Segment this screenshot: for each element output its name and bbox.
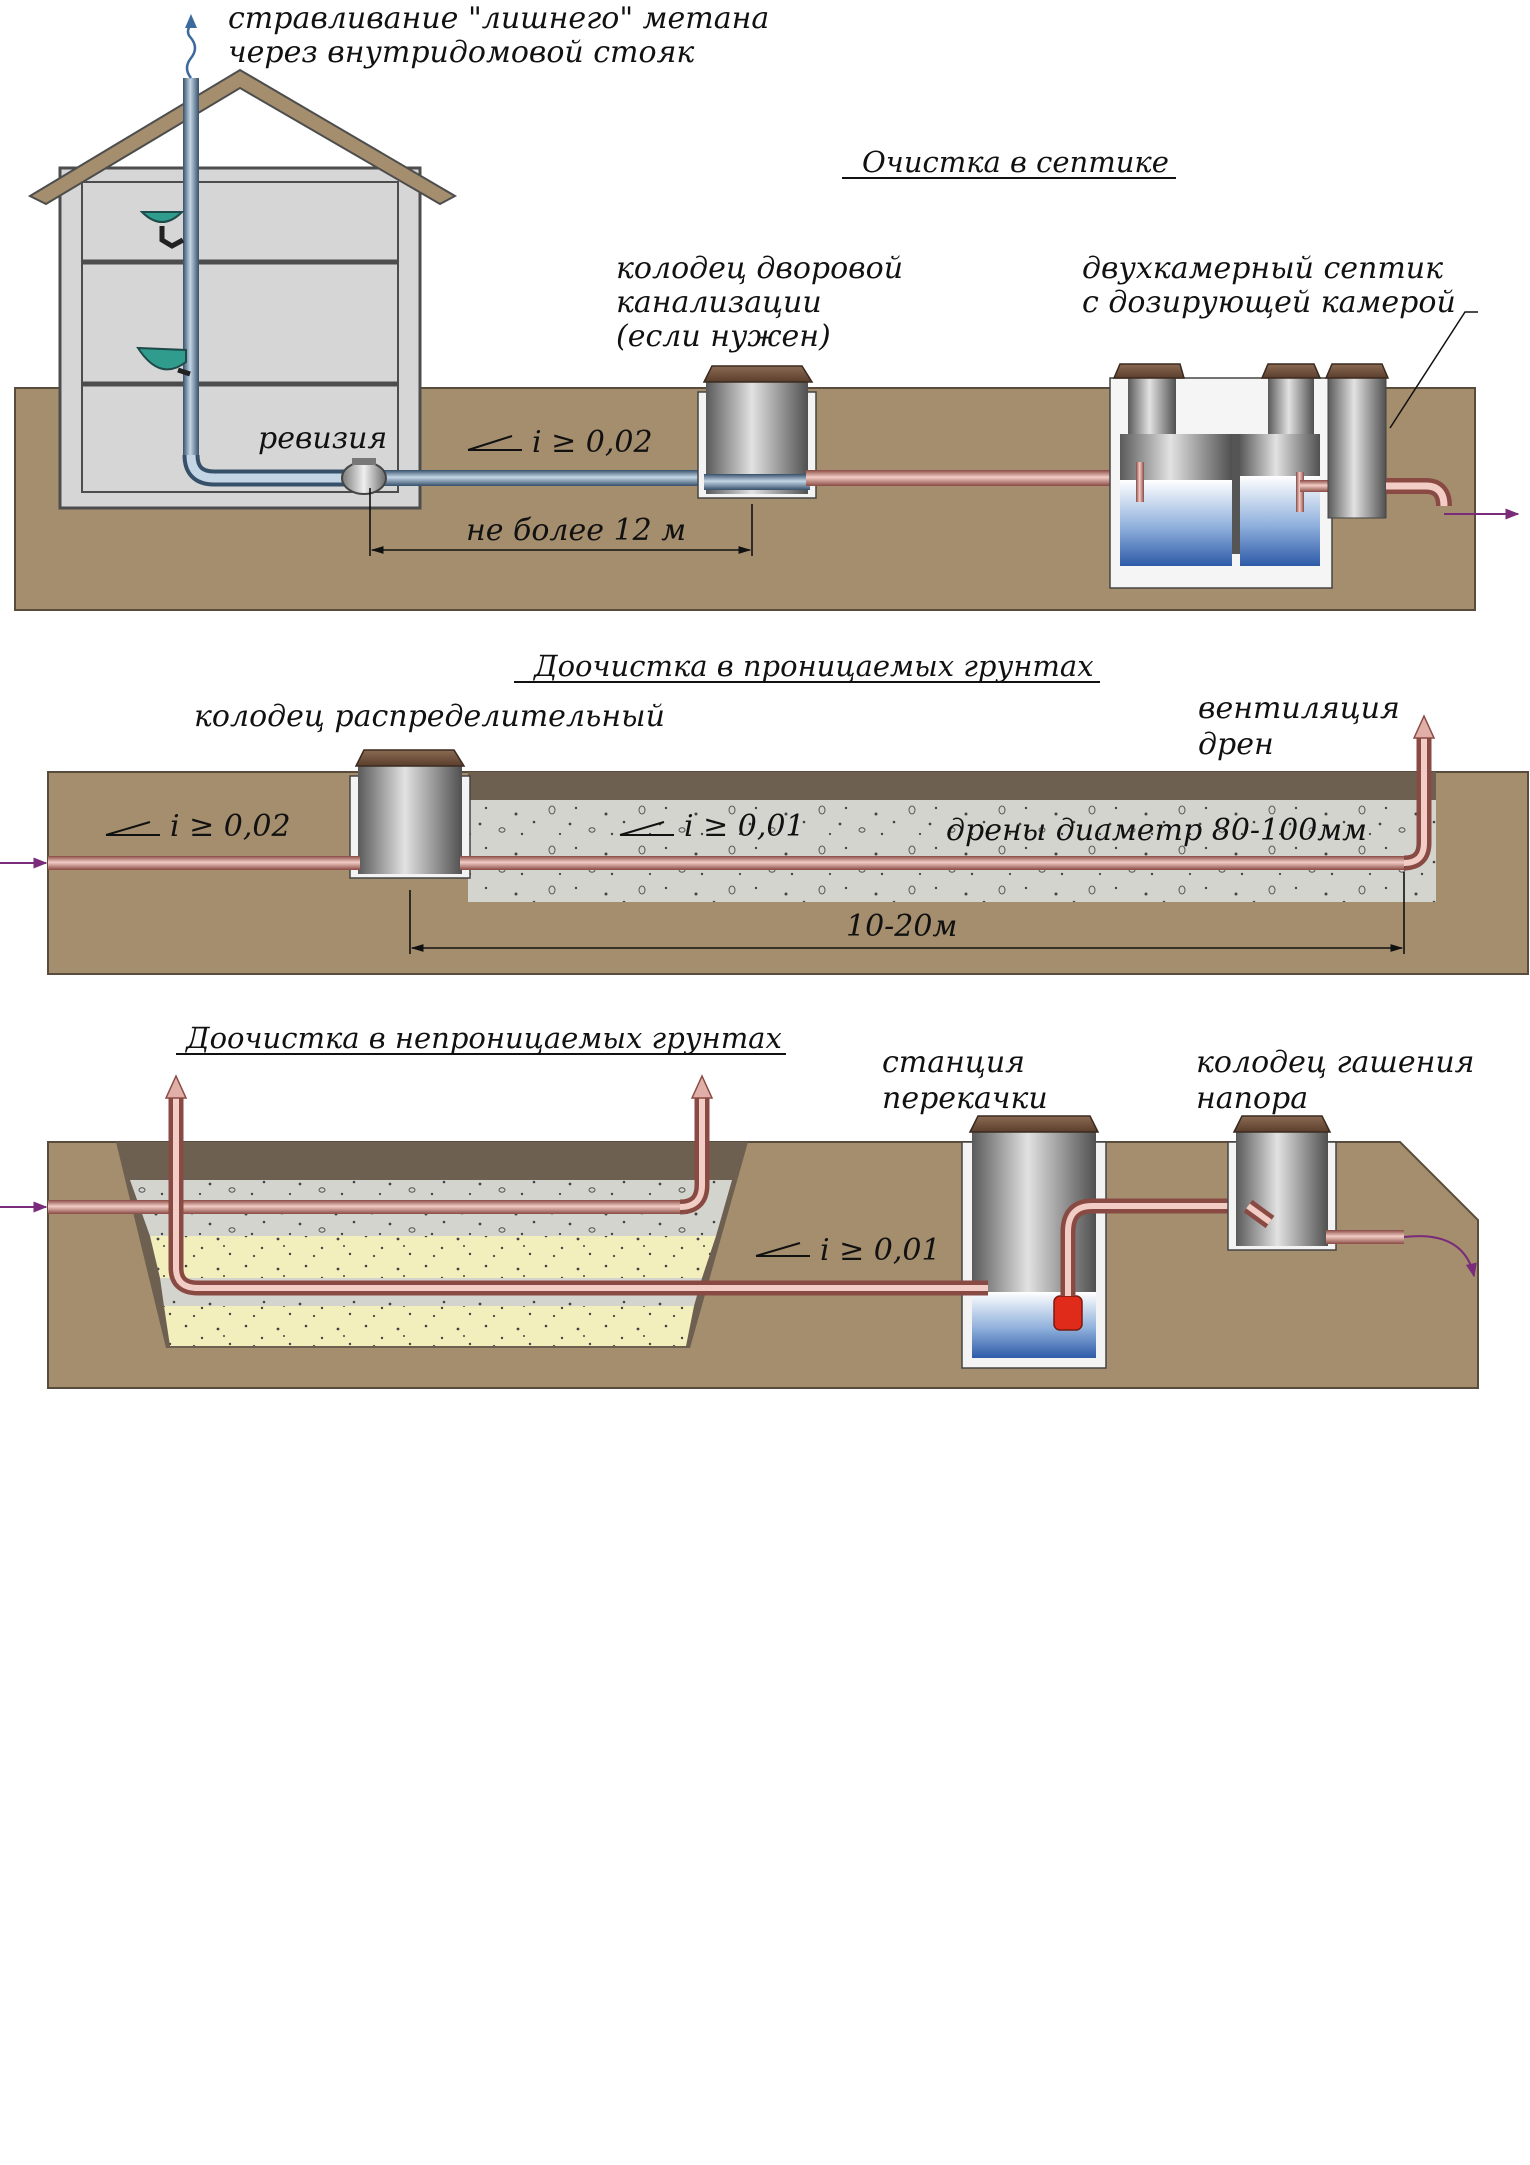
yard-well-label-1: колодец дворовой xyxy=(616,251,903,286)
section-septic: стравливание "лишнего" метана через внут… xyxy=(14,1,1520,611)
slope-mark-icon xyxy=(105,821,160,836)
pressure-well-label-1: колодец гашения xyxy=(1196,1045,1475,1080)
yard-well-label-2: канализации xyxy=(616,285,822,320)
pressure-well xyxy=(1227,1115,1477,1278)
drain-trench xyxy=(468,800,1436,902)
distance-dimension-2 xyxy=(409,872,1405,954)
drain-pipe xyxy=(460,856,1410,870)
ventilation-label-1: вентиляция xyxy=(1198,691,1400,726)
distribution-well-label: колодец распределительный xyxy=(194,699,665,734)
house-roof xyxy=(27,68,458,206)
methane-wave-icon xyxy=(185,23,197,79)
revision-label: ревизия xyxy=(258,421,387,456)
slope-mark-icon xyxy=(619,821,674,836)
vent-cap-icon xyxy=(1412,714,1436,739)
slope-mark-icon xyxy=(467,435,522,451)
slope-label-3: i ≥ 0,01 xyxy=(684,809,805,844)
section3-title: Доочистка в непроницаемых грунтах xyxy=(184,1021,782,1055)
pump-station-label-2: перекачки xyxy=(882,1081,1048,1116)
sink-icon xyxy=(139,211,185,249)
sink-icon xyxy=(136,346,191,377)
distribution-well xyxy=(349,749,471,879)
distance-label-1: не более 12 м xyxy=(466,513,686,548)
drains-label: дрены диаметр 80-100мм xyxy=(946,813,1367,848)
yard-well-label-3: (если нужен) xyxy=(616,319,831,354)
slope-label-1: i ≥ 0,02 xyxy=(532,425,653,460)
ventilation-label-2: дрен xyxy=(1198,727,1274,762)
yard-well xyxy=(697,365,817,499)
distance-dimension-1 xyxy=(369,488,753,556)
inlet-pipe-3 xyxy=(48,1200,688,1214)
section-permeable: Доочистка в проницаемых грунтах колодец … xyxy=(0,649,1529,975)
pump-station-label-1: станция xyxy=(882,1045,1025,1080)
pump-icon xyxy=(1053,1295,1083,1331)
septic-label-1: двухкамерный септик xyxy=(1082,251,1443,286)
riser-pipe xyxy=(182,14,702,487)
section2-title: Доочистка в проницаемых грунтах xyxy=(532,649,1094,683)
vent-cap-icon xyxy=(164,1074,188,1099)
distance-label-2: 10-20м xyxy=(846,909,957,944)
pressure-well-label-2: напора xyxy=(1196,1081,1308,1116)
vent-cap-icon xyxy=(690,1074,714,1099)
flow-arrow-icon xyxy=(1403,1235,1477,1278)
slope-mark-icon xyxy=(755,1242,810,1257)
section-impermeable: Доочистка в непроницаемых грунтах станци… xyxy=(0,1021,1479,1389)
house xyxy=(27,68,458,510)
revision-fitting xyxy=(341,458,387,495)
methane-note-line1: стравливание "лишнего" метана xyxy=(228,1,769,36)
septic-label-2: с дозирующей камерой xyxy=(1082,285,1456,320)
septic-leader xyxy=(1389,311,1478,429)
slope-label-2: i ≥ 0,02 xyxy=(170,809,291,844)
pump-station xyxy=(961,1115,1248,1369)
section1-title: Очистка в септике xyxy=(862,145,1169,179)
methane-note-line2: через внутридомовой стояк xyxy=(228,35,694,70)
inlet-pipe-2 xyxy=(48,856,360,870)
slope-label-4: i ≥ 0,01 xyxy=(820,1233,941,1268)
septic-tank xyxy=(1109,363,1520,589)
sewer-pipe-1 xyxy=(806,470,1142,486)
